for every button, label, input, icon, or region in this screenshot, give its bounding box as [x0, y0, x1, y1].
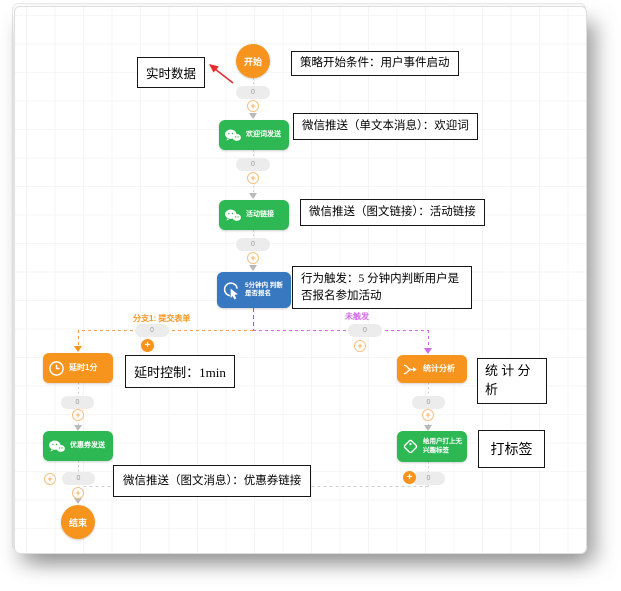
- count-badge: 0: [236, 86, 270, 99]
- branch-left-arrowhead: [74, 346, 82, 352]
- node-tag-user[interactable]: 给用户打上无 兴趣标签: [397, 431, 467, 462]
- tag-icon: [402, 438, 419, 455]
- count-badge: 0: [135, 324, 169, 337]
- node-wechat-welcome[interactable]: 欢迎词发送: [219, 120, 289, 150]
- wechat-icon: [224, 208, 242, 223]
- node-wechat-welcome-label: 欢迎词发送: [246, 130, 281, 138]
- branch-right-arrowhead: [424, 348, 432, 354]
- clock-icon: [48, 360, 65, 377]
- branch-right-connector: [253, 330, 429, 351]
- node-end-label: 结束: [68, 517, 87, 528]
- add-node-button[interactable]: +: [247, 172, 259, 184]
- click-trigger-icon: [222, 281, 241, 300]
- count-value: 0: [76, 475, 81, 482]
- note-push-coupon: 微信推送（图文消息）：优惠券链接: [113, 465, 312, 497]
- branch-left-connector: [78, 330, 253, 349]
- node-stat-analysis[interactable]: 统计分析: [397, 355, 467, 383]
- node-wechat-coupon[interactable]: 优惠券发送: [43, 431, 113, 461]
- node-start[interactable]: 开始: [236, 44, 270, 78]
- merge-split-icon: [402, 362, 419, 377]
- note-stat-analysis: 统 计 分 析: [477, 358, 547, 404]
- red-annotation-arrow: [209, 64, 234, 84]
- add-node-button[interactable]: +: [247, 252, 259, 264]
- add-node-button[interactable]: +: [354, 340, 366, 352]
- node-delay-label: 延时1分: [69, 363, 98, 372]
- node-delay[interactable]: 延时1分: [43, 353, 113, 383]
- wechat-icon: [48, 439, 66, 454]
- count-value: 0: [251, 241, 255, 248]
- node-end[interactable]: 结束: [61, 505, 95, 539]
- count-value: 0: [426, 475, 431, 482]
- note-push-link: 微信推送（图文链接）：活动链接: [300, 199, 485, 226]
- add-node-button[interactable]: +: [247, 100, 259, 112]
- branch-right-label: 未触发: [345, 312, 369, 321]
- count-badge: 0: [236, 158, 270, 171]
- node-behavior-trigger-label2: 是否报名: [245, 290, 271, 297]
- note-start-condition: 策略开始条件：用户事件启动: [291, 51, 459, 76]
- count-badge: 0: [348, 324, 382, 337]
- add-node-button[interactable]: +: [72, 409, 84, 421]
- branch-left-label: 分支1: 提交表单: [133, 314, 191, 323]
- count-value: 0: [251, 161, 255, 168]
- wechat-icon: [224, 128, 242, 143]
- node-tag-user-label2: 兴趣标签: [423, 446, 449, 454]
- count-badge: 0: [62, 472, 95, 485]
- node-tag-user-label1: 给用户打上无: [423, 438, 462, 446]
- node-start-label: 开始: [243, 56, 262, 67]
- node-behavior-trigger[interactable]: 5分钟内 判断 是否报名: [217, 272, 291, 308]
- note-behavior-trigger: 行为触发：5 分钟内判断用户是否报名参加活动: [292, 266, 472, 310]
- add-node-button[interactable]: +: [44, 473, 56, 485]
- node-behavior-trigger-label1: 5分钟内 判断: [245, 281, 283, 289]
- node-wechat-coupon-label: 优惠券发送: [70, 441, 105, 449]
- count-value: 0: [426, 399, 431, 406]
- add-node-button[interactable]: +: [141, 339, 154, 352]
- count-badge: 0: [61, 396, 94, 409]
- count-value: 0: [150, 327, 154, 334]
- note-delay-control: 延时控制：1min: [125, 355, 235, 388]
- add-node-button[interactable]: +: [422, 409, 434, 421]
- add-node-button[interactable]: +: [403, 471, 416, 484]
- count-badge: 0: [236, 238, 270, 251]
- count-badge: 0: [412, 396, 445, 409]
- gray-arrowheads: [74, 113, 432, 504]
- note-realtime-text: 实时数据: [145, 67, 196, 81]
- note-push-text: 微信推送（单文本消息）：欢迎词: [293, 113, 478, 140]
- add-node-button[interactable]: +: [72, 487, 84, 499]
- count-badge: 0: [412, 472, 445, 485]
- note-realtime-data: 实时数据: [137, 57, 205, 88]
- note-tagging: 打标签: [478, 430, 545, 468]
- count-value: 0: [75, 399, 80, 406]
- node-stat-analysis-label: 统计分析: [423, 364, 455, 373]
- count-value: 0: [363, 327, 367, 334]
- node-wechat-activity[interactable]: 活动链接: [219, 200, 289, 230]
- node-wechat-activity-label: 活动链接: [246, 210, 274, 218]
- count-value: 0: [251, 89, 255, 96]
